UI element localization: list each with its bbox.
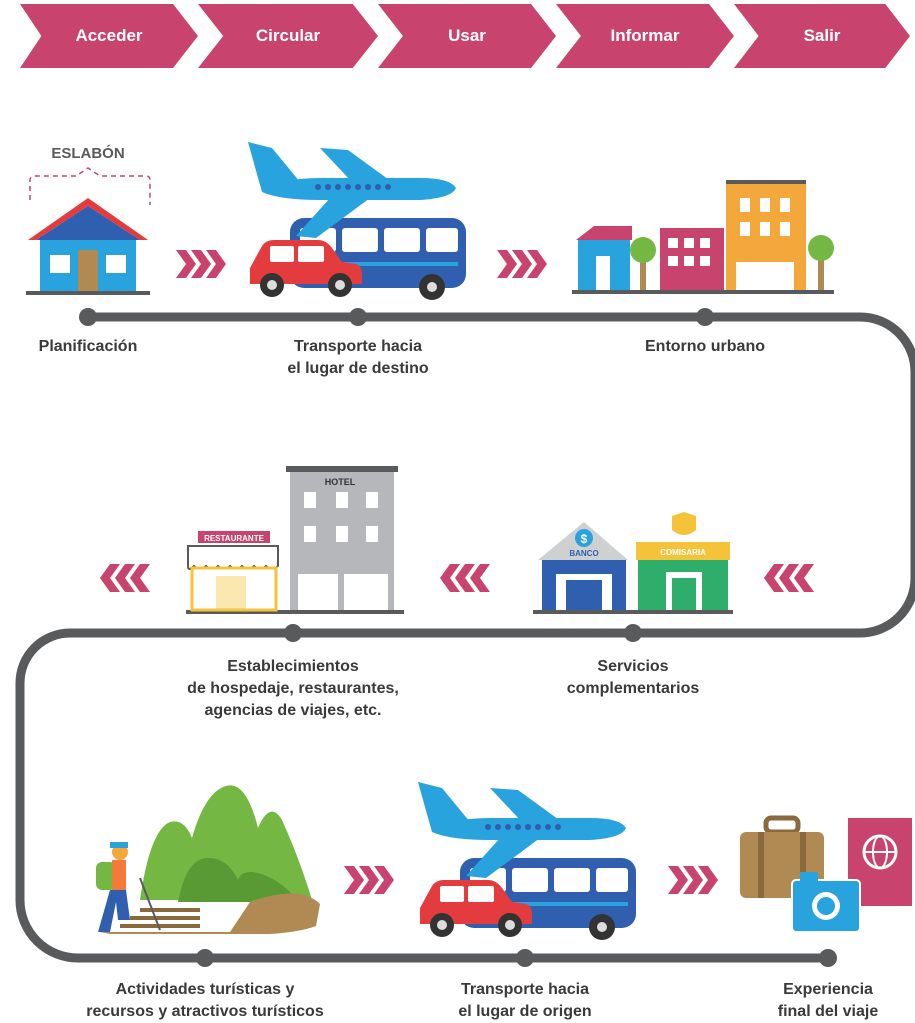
arrow-left-icon xyxy=(440,564,490,592)
stage-label-establecimientos: Establecimientos de hospedaje, restauran… xyxy=(187,658,399,719)
node-transporte-origen xyxy=(516,949,534,967)
arrow-right-icon xyxy=(344,866,394,894)
restaurant-sign: RESTAURANTE xyxy=(204,534,265,543)
house-icon: ESLABÓN xyxy=(26,144,151,295)
arrow-right-icon xyxy=(668,866,718,894)
phase-salir[interactable]: Salir xyxy=(734,4,910,68)
travel-experience-icon xyxy=(740,815,912,933)
hotel-restaurant-icon: RESTAURANTE HOTEL xyxy=(186,466,404,614)
stage-label-transporte-destino: Transporte hacia el lugar de destino xyxy=(287,338,429,377)
arrow-right-icon xyxy=(176,250,226,278)
node-planificacion xyxy=(79,308,97,326)
stage-label-entorno-urbano: Entorno urbano xyxy=(645,338,765,355)
node-actividades xyxy=(196,949,214,967)
phase-usar[interactable]: Usar xyxy=(378,4,556,68)
stage-label-actividades: Actividades turísticas y recursos y atra… xyxy=(86,981,324,1020)
city-icon xyxy=(572,180,834,294)
stage-label-transporte-origen: Transporte hacia el lugar de origen xyxy=(458,981,592,1020)
phase-circular[interactable]: Circular xyxy=(198,4,378,68)
node-establecimientos xyxy=(284,624,302,642)
bank-police-icon: $ BANCO COMISARIA xyxy=(533,512,733,614)
node-experiencia xyxy=(819,949,837,967)
track-nodes xyxy=(79,308,837,967)
phase-acceder[interactable]: Acceder xyxy=(20,4,198,68)
bank-sign: BANCO xyxy=(569,549,598,558)
stage-label-servicios: Servicios complementarios xyxy=(566,658,700,697)
stage-label-experiencia: Experiencia final del viaje xyxy=(777,981,879,1020)
arrow-right-icon xyxy=(497,250,547,278)
hiking-icon xyxy=(96,785,320,934)
node-transporte-destino xyxy=(349,308,367,326)
arrow-left-icon xyxy=(764,564,814,592)
arrow-left-icon xyxy=(100,564,150,592)
node-servicios xyxy=(624,624,642,642)
bank-symbol: $ xyxy=(581,532,588,546)
hotel-sign: HOTEL xyxy=(325,477,356,487)
phase-informar[interactable]: Informar xyxy=(556,4,734,68)
node-entorno-urbano xyxy=(696,308,714,326)
police-sign: COMISARIA xyxy=(660,548,706,557)
transport-icon xyxy=(248,142,466,300)
eslabon-label: ESLABÓN xyxy=(51,144,124,162)
journey-track xyxy=(15,312,915,963)
return-transport-icon xyxy=(418,782,636,940)
stage-label-planificacion: Planificación xyxy=(38,338,138,355)
